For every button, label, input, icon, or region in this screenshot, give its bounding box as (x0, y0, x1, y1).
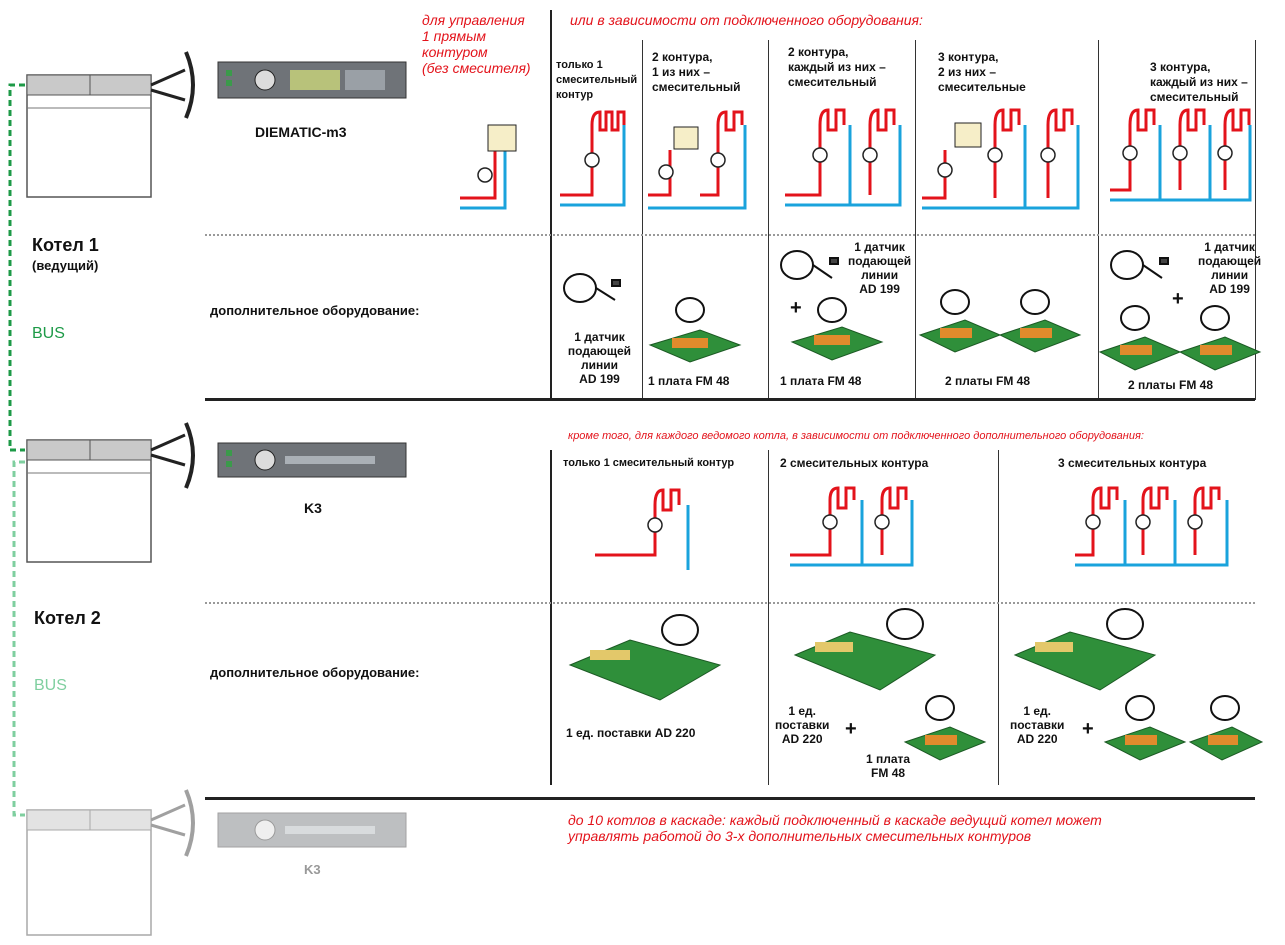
board-fm48-icon (1098, 305, 1182, 371)
plus-sign: + (1172, 288, 1184, 310)
hydraulic-scheme-2-1mixed (648, 110, 747, 210)
slave-boiler-note: кроме того, для каждого ведомого котла, … (568, 430, 1144, 442)
col-line (768, 40, 769, 400)
column-header-4: 3 контура,2 из них –смесительные (938, 50, 1026, 94)
board-fm48-icon (1178, 305, 1262, 371)
extra-equipment-label-mid: дополнительное оборудование: (210, 665, 420, 680)
hydraulic-scheme-k3-2 (790, 486, 914, 567)
board-fm48-icon (790, 297, 884, 361)
kit-ad220-icon (793, 608, 937, 691)
col-line (642, 40, 643, 400)
hydraulic-scheme-1-mixed (560, 110, 626, 207)
equip-k3-c1-label: 1 ед. поставки AD 220 (566, 726, 696, 740)
boiler-1-subtitle: (ведущий) (32, 258, 99, 273)
bus-label-1: BUS (32, 325, 65, 342)
cascade-note: до 10 котлов в каскаде: каждый подключен… (568, 812, 1102, 844)
equip-c2-label: 1 плата FM 48 (648, 374, 730, 388)
col-line (998, 450, 999, 785)
column-header-5: 3 контура,каждый из них –смесительный (1150, 60, 1248, 104)
controller-panel-k3-grey (217, 812, 407, 848)
section-divider (205, 797, 1255, 800)
boiler-3-icon (26, 789, 195, 936)
hydraulic-scheme-3-mixed (1110, 108, 1252, 202)
boiler-2-title: Котел 2 (34, 608, 101, 628)
column-header-2: 2 контура,1 из них –смесительный (652, 50, 741, 94)
plus-sign: + (845, 718, 857, 740)
dotted-separator (205, 234, 1255, 236)
controller-label-k3: K3 (304, 500, 322, 516)
board-fm48-icon (998, 289, 1082, 353)
board-fm48-icon (1103, 695, 1187, 761)
hydraulic-scheme-2-mixed (785, 108, 902, 207)
k3-column-header-1: только 1 смесительный контур (563, 457, 735, 469)
boiler-1-icon (26, 51, 195, 198)
hydraulic-scheme-direct (460, 124, 517, 210)
boiler-2-icon (26, 422, 195, 563)
col-line (915, 40, 916, 400)
divider-mid (550, 450, 552, 785)
board-fm48-icon (903, 695, 987, 761)
controller-label-diematic: DIEMATIC-m3 (255, 124, 347, 140)
divider-main (550, 10, 552, 400)
controller-panel-diematic (217, 61, 407, 99)
column-header-3: 2 контура,каждый из них –смесительный (788, 45, 886, 89)
bus-label-2: BUS (34, 677, 67, 694)
extra-equipment-label-top: дополнительное оборудование: (210, 303, 420, 318)
dotted-separator (205, 602, 1255, 604)
controller-label-k3-grey: K3 (304, 862, 321, 877)
board-fm48-icon (648, 297, 742, 363)
sensor-ad199-icon (563, 273, 621, 303)
col-line (768, 450, 769, 785)
section-divider (205, 398, 1255, 401)
hydraulic-scheme-k3-1 (595, 488, 690, 570)
hydraulic-scheme-3-2mixed (922, 108, 1080, 210)
board-fm48-icon (1188, 695, 1264, 761)
depending-note: или в зависимости от подключенного обору… (570, 12, 923, 28)
plus-sign: + (790, 297, 802, 319)
sensor-ad199-icon (780, 250, 839, 280)
board-fm48-icon (918, 289, 1002, 353)
plus-sign: + (1082, 718, 1094, 740)
equip-c5-label: 2 платы FM 48 (1128, 378, 1214, 392)
k3-column-header-2: 2 смесительных контура (780, 456, 929, 470)
hydraulic-scheme-k3-3 (1075, 486, 1229, 567)
controller-panel-k3 (217, 442, 407, 478)
col-line (1255, 40, 1256, 400)
kit-ad220-icon (1013, 608, 1157, 691)
sensor-ad199-icon (1110, 250, 1169, 280)
equip-c4-label: 2 платы FM 48 (945, 374, 1031, 388)
col-line (1098, 40, 1099, 400)
equip-c3-label: 1 плата FM 48 (780, 374, 862, 388)
k3-column-header-3: 3 смесительных контура (1058, 456, 1207, 470)
kit-ad220-icon (568, 614, 722, 701)
boiler-1-title: Котел 1 (32, 235, 99, 255)
